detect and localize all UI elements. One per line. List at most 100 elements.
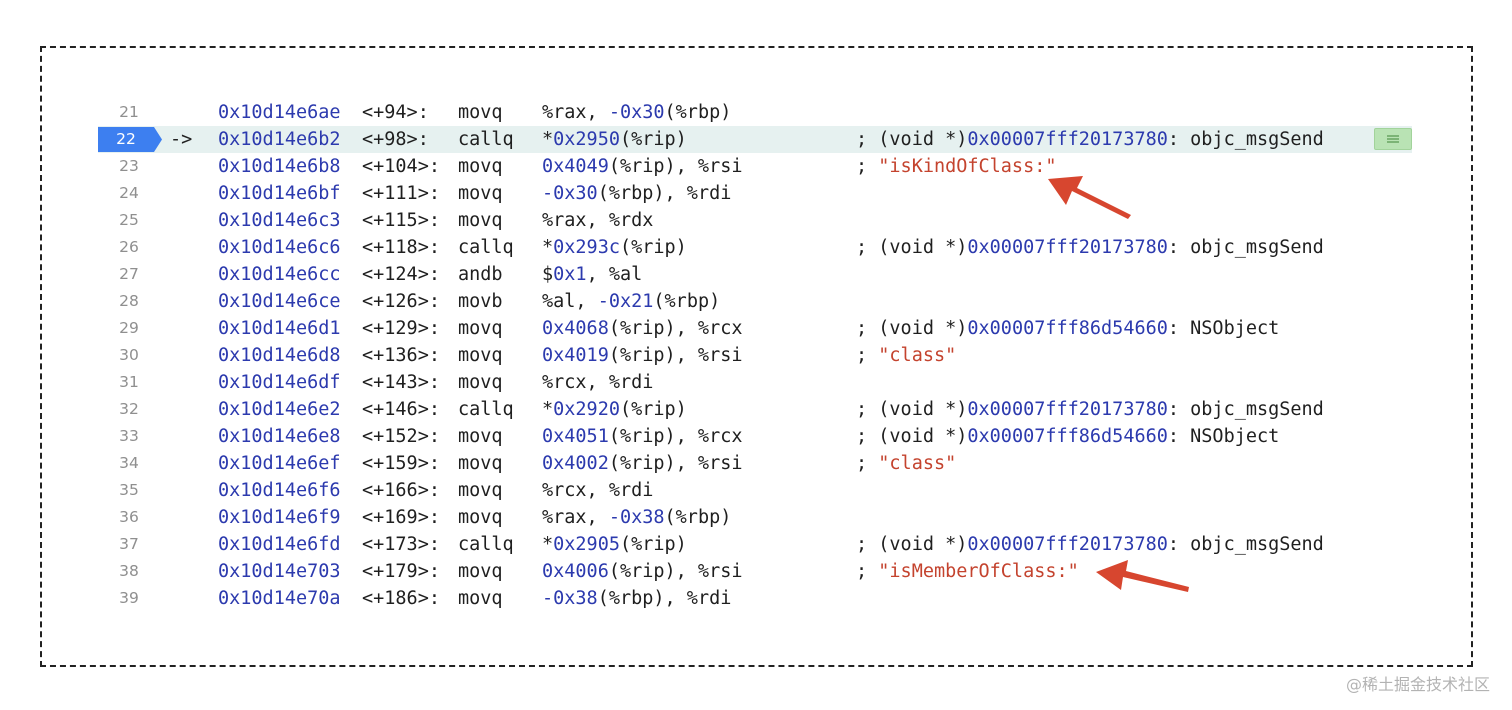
operand-number: 0x4068 [542,318,609,339]
line-number: 37 [119,535,139,553]
red-arrow-iskindofclass [1048,176,1131,219]
current-instruction-row[interactable]: 22->0x10d14e6b2<+98>:callq*0x2950(%rip);… [98,126,1412,153]
instruction-address: 0x10d14e6e2 [218,399,341,420]
instruction-mnemonic: movq [458,561,503,582]
instruction-address: 0x10d14e6d8 [218,345,341,366]
line-number: 28 [119,292,139,310]
instruction-mnemonic: movq [458,426,503,447]
instruction-offset: <+98>: [362,129,429,150]
line-number: 29 [119,319,139,337]
line-number: 34 [119,454,139,472]
instruction-comment: ; (void *)0x00007fff20173780: objc_msgSe… [856,531,1324,558]
operand-text: (%rip) [619,237,687,258]
line-number: 38 [119,562,139,580]
operand-text: * [542,129,554,150]
comment-text: : objc_msgSend [1167,129,1324,150]
instruction-operands: *0x293c(%rip) [542,234,687,261]
instruction-offset: <+136>: [362,345,440,366]
operand-number: -0x21 [597,291,654,312]
line-number: 35 [119,481,139,499]
instruction-operands: 0x4006(%rip), %rsi [542,558,742,585]
instruction-mnemonic: movq [458,102,503,123]
selector-string: "class" [878,345,957,366]
operand-number: 0x4019 [542,345,609,366]
comment-address: 0x00007fff20173780 [967,534,1168,555]
instruction-comment: ; (void *)0x00007fff20173780: objc_msgSe… [856,396,1324,423]
comment-address: 0x00007fff20173780 [967,237,1168,258]
instruction-address: 0x10d14e6e8 [218,426,341,447]
instruction-operands: *0x2905(%rip) [542,531,687,558]
instruction-operands: %rcx, %rdi [542,477,653,504]
instruction-mnemonic: movq [458,183,503,204]
operand-number: 0x2905 [553,534,620,555]
comment-text: : NSObject [1167,426,1280,447]
operand-text: $ [542,264,554,285]
operand-text: (%rip), %rsi [608,345,743,366]
instruction-comment: ; "isKindOfClass:" [856,153,1057,180]
line-number: 26 [119,238,139,256]
comment-text: ; [856,561,879,582]
instruction-mnemonic: movq [458,453,503,474]
instruction-address: 0x10d14e6cc [218,264,341,285]
line-number: 30 [119,346,139,364]
instruction-operands: $0x1, %al [542,261,642,288]
operand-number: 0x2920 [553,399,620,420]
instruction-mnemonic: movq [458,480,503,501]
instruction-offset: <+146>: [362,399,440,420]
comment-text: : objc_msgSend [1167,399,1324,420]
operand-text: %rax, [542,507,609,528]
operand-text: * [542,237,554,258]
operand-text: (%rbp), %rdi [597,588,732,609]
instruction-address: 0x10d14e6d1 [218,318,341,339]
comment-text: : objc_msgSend [1167,237,1324,258]
watermark: @稀土掘金技术社区 [1345,675,1490,694]
line-number: 25 [119,211,139,229]
comment-text: : NSObject [1167,318,1280,339]
instruction-row[interactable]: 35 0x10d14e6f6 <+166>: movq %rcx, %rdi [98,477,1412,504]
instruction-mnemonic: movq [458,507,503,528]
instruction-address: 0x10d14e6fd [218,534,341,555]
operand-text: (%rip) [619,399,687,420]
operand-text: , %al [586,264,643,285]
instruction-mnemonic: callq [458,534,514,555]
instruction-offset: <+126>: [362,291,440,312]
line-number: 21 [119,103,139,121]
selector-string: "isKindOfClass:" [878,156,1057,177]
instruction-mnemonic: movq [458,318,503,339]
instruction-offset: <+179>: [362,561,440,582]
instruction-comment: ; (void *)0x00007fff86d54660: NSObject [856,423,1279,450]
instruction-mnemonic: callq [458,399,514,420]
instruction-comment: ; (void *)0x00007fff86d54660: NSObject [856,315,1279,342]
instruction-address: 0x10d14e6ce [218,291,341,312]
instruction-address: 0x10d14e6c6 [218,237,341,258]
operand-text: (%rbp) [664,102,732,123]
instruction-operands: *0x2950(%rip) [542,126,687,153]
instruction-operands: %rax, -0x38(%rbp) [542,504,731,531]
comment-text: ; [856,345,879,366]
instruction-operands: %rax, %rdx [542,207,653,234]
current-line-badge[interactable]: 22 [98,127,162,152]
instruction-operands: %rcx, %rdi [542,369,653,396]
thread-marker-icon[interactable] [1374,128,1412,150]
instruction-address: 0x10d14e6ae [218,102,341,123]
instruction-address: 0x10d14e6f6 [218,480,341,501]
instruction-offset: <+166>: [362,480,440,501]
